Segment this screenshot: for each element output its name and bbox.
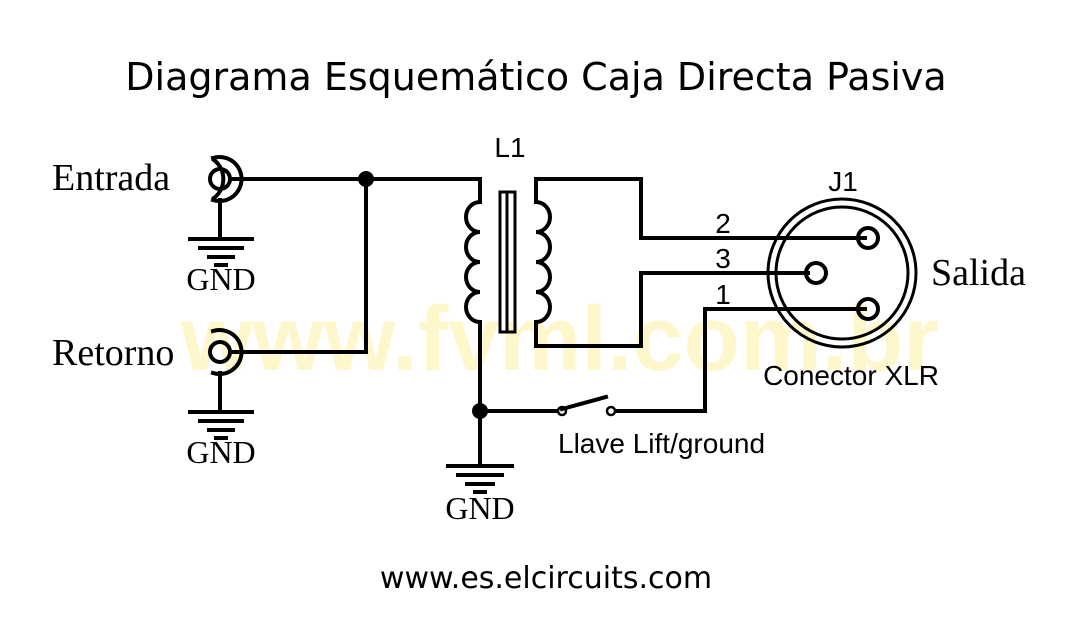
main-gnd-label: GND <box>445 490 514 526</box>
entrada-jack-pin <box>208 167 232 191</box>
entrada-ground-icon <box>188 237 254 267</box>
transformer-l1: L1 <box>464 132 867 413</box>
connector-type-label: Conector XLR <box>763 360 939 391</box>
secondary-winding <box>533 199 552 325</box>
retorno-gnd-label: GND <box>186 434 255 470</box>
pin-label-2: 2 <box>715 208 731 239</box>
entrada-jack: Entrada GND <box>52 155 482 297</box>
entrada-gnd-label: GND <box>186 261 255 297</box>
pin3-wire <box>534 271 810 348</box>
xlr-pin-2 <box>856 226 880 250</box>
page-title: Diagrama Esquemático Caja Directa Pasiva <box>125 55 946 99</box>
entrada-jack-shell-top <box>211 157 226 201</box>
retorno-ground-icon <box>188 410 254 440</box>
xlr-pin-1 <box>856 297 880 321</box>
retorno-wire <box>228 177 368 354</box>
transformer-ref-label: L1 <box>494 132 525 163</box>
pin-label-3: 3 <box>715 243 731 274</box>
entrada-label: Entrada <box>52 157 170 199</box>
retorno-jack: Retorno GND <box>52 177 368 470</box>
output-label: Salida <box>931 252 1026 294</box>
retorno-label: Retorno <box>52 332 174 374</box>
main-ground-icon <box>446 464 514 494</box>
watermark: www.fvml.com.br <box>180 288 939 390</box>
connector-ref-label: J1 <box>828 166 858 197</box>
pin-label-1: 1 <box>715 279 731 310</box>
xlr-outer-ring <box>766 197 918 349</box>
xlr-pin-3 <box>804 261 828 285</box>
xlr-connector-j1: J1 2 3 1 Salida Conector XLR <box>715 166 1026 391</box>
pin2-wire <box>534 177 867 240</box>
switch-lever[interactable] <box>559 394 609 412</box>
primary-winding <box>464 199 483 325</box>
xlr-inner-ring <box>774 205 910 341</box>
footer-url: www.es.elcircuits.com <box>380 561 712 596</box>
switch-label: Llave Lift/ground <box>558 428 765 459</box>
junction-dot <box>358 171 374 187</box>
